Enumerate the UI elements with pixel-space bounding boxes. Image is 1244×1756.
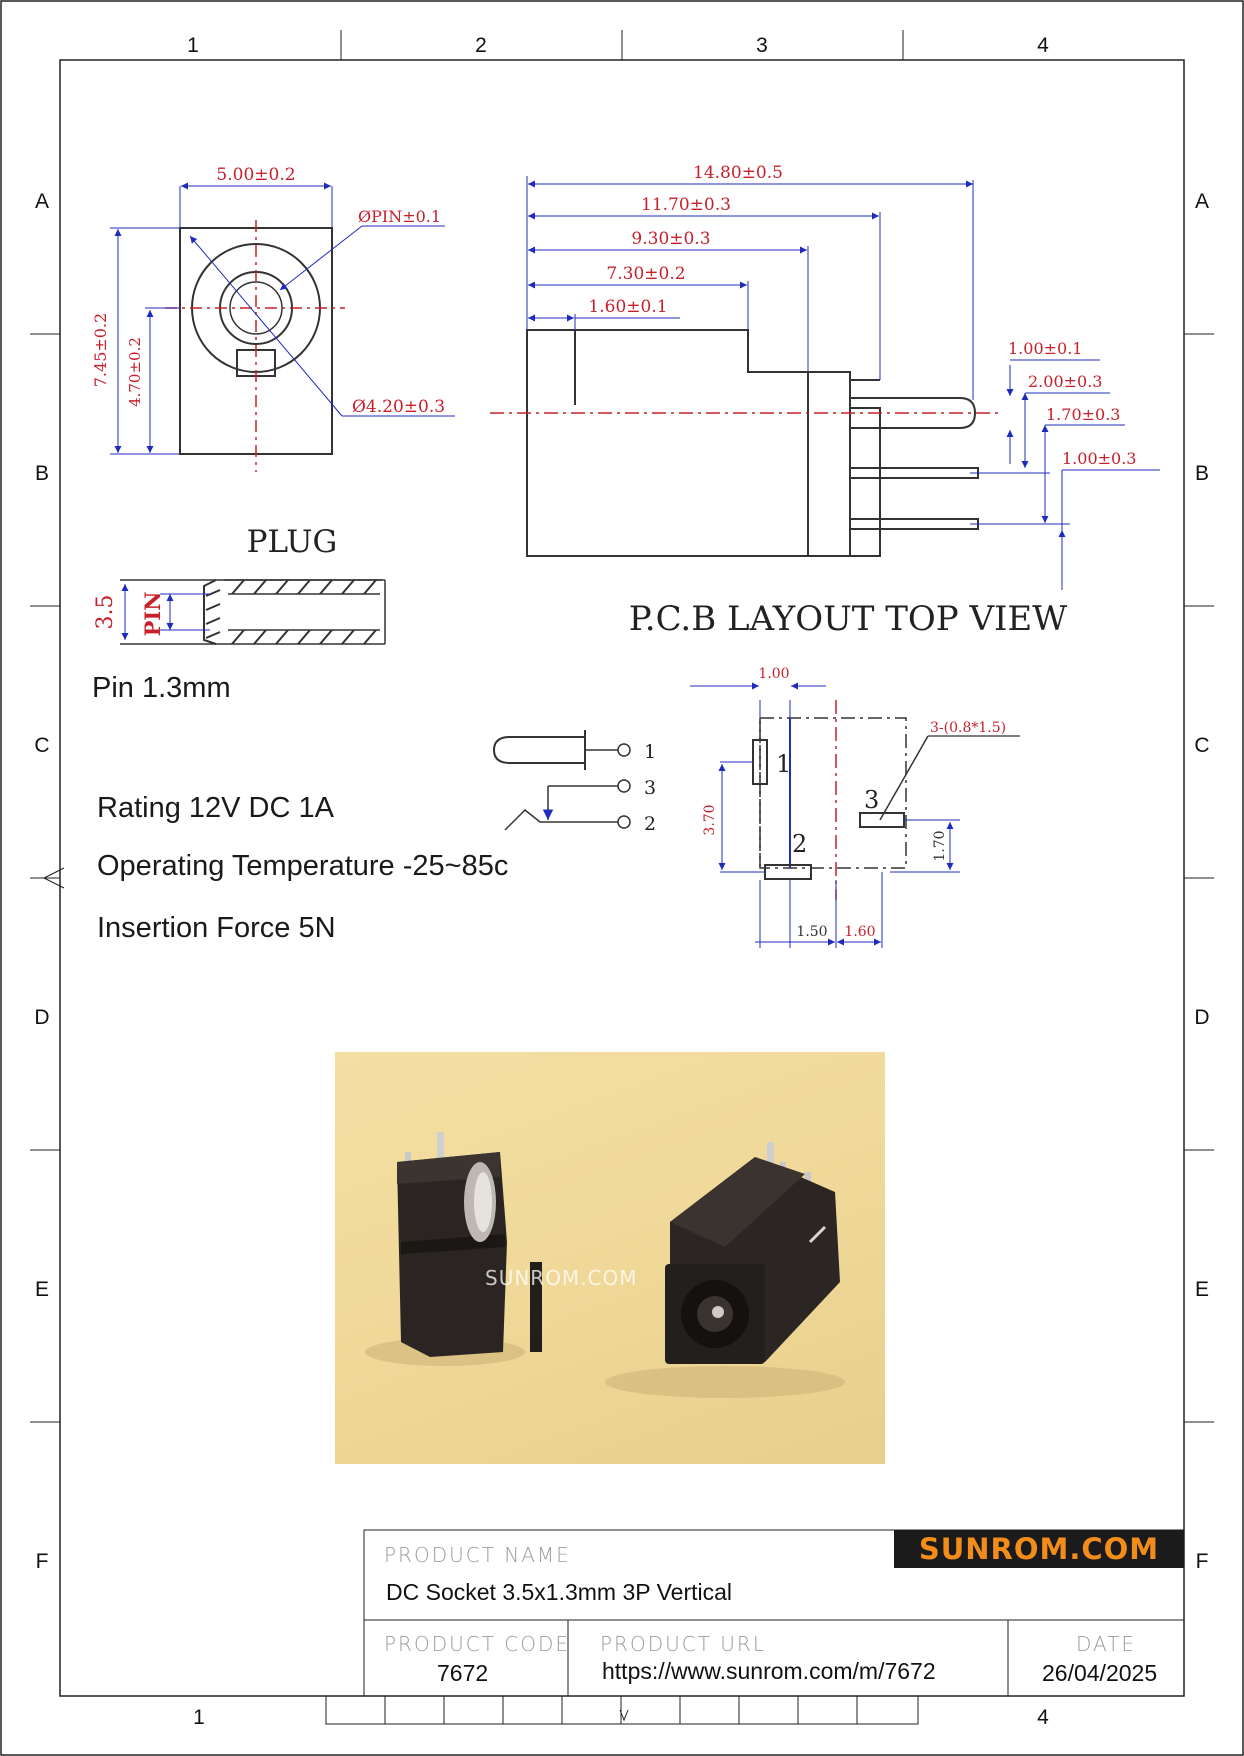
front-view xyxy=(110,182,455,472)
product-url-label: PRODUCT URL xyxy=(600,1632,766,1656)
row-label-a-left: A xyxy=(34,190,49,213)
sunrom-logo: SUNROM.COM xyxy=(894,1530,1184,1568)
row-label-d-right: D xyxy=(1194,1006,1210,1029)
date-value: 26/04/2025 xyxy=(1042,1660,1158,1686)
front-width-dim: 5.00±0.2 xyxy=(216,165,295,185)
side-dim-2: 11.70±0.3 xyxy=(641,195,731,215)
side-right-dim-2: 2.00±0.3 xyxy=(1028,372,1102,391)
product-url-value[interactable]: https://www.sunrom.com/m/7672 xyxy=(602,1658,936,1684)
schematic-pin-1: 1 xyxy=(644,741,656,763)
technical-drawing: 5.00±0.2 ØPIN±0.1 Ø4.20±0.3 7.45±0.2 4.7… xyxy=(91,163,1160,948)
side-view xyxy=(490,176,1160,590)
pcb-bottom-dim-2: 1.60 xyxy=(844,924,875,940)
row-label-d-left: D xyxy=(34,1006,50,1029)
pcb-layout xyxy=(690,682,1020,948)
front-pin-dim: ØPIN±0.1 xyxy=(358,207,441,226)
col-label-4: 4 xyxy=(1037,34,1049,57)
col-label-2: 2 xyxy=(475,34,487,57)
pcb-left-dim: 3.70 xyxy=(702,804,718,835)
product-code-value: 7672 xyxy=(437,1660,489,1686)
note-temperature: Operating Temperature -25~85c xyxy=(97,850,509,882)
date-label: DATE xyxy=(1076,1632,1137,1656)
row-label-b-left: B xyxy=(34,462,49,485)
col-label-3: 3 xyxy=(756,34,768,57)
pcb-right-dim: 1.70 xyxy=(932,830,948,861)
row-label-f-left: F xyxy=(35,1550,49,1573)
schematic-pin-3: 3 xyxy=(644,777,656,799)
side-right-dim-3: 1.70±0.3 xyxy=(1046,405,1120,424)
pcb-top-dim: 1.00 xyxy=(758,666,789,682)
side-dim-4: 7.30±0.2 xyxy=(606,264,685,284)
row-label-c-right: C xyxy=(1194,734,1210,757)
pcb-pin-label-2: 2 xyxy=(792,830,807,858)
pcb-title: P.C.B LAYOUT TOP VIEW xyxy=(629,599,1067,639)
note-insertion-force: Insertion Force 5N xyxy=(97,912,336,944)
jack-schematic xyxy=(492,730,631,831)
product-photo-illustration xyxy=(365,1132,845,1398)
pcb-pin-label-3: 3 xyxy=(864,786,879,814)
plug-title: PLUG xyxy=(247,524,338,560)
product-name-value: DC Socket 3.5x1.3mm 3P Vertical xyxy=(386,1579,732,1605)
note-rating: Rating 12V DC 1A xyxy=(97,792,334,824)
pcb-hole-note: 3-(0.8*1.5) xyxy=(930,720,1006,736)
row-label-f-right: F xyxy=(1195,1550,1209,1573)
row-label-e-left: E xyxy=(34,1278,49,1301)
row-label-a-right: A xyxy=(1194,190,1209,213)
side-right-dim-4: 1.00±0.3 xyxy=(1062,449,1136,468)
side-dim-3: 9.30±0.3 xyxy=(631,229,710,249)
side-dim-1: 14.80±0.5 xyxy=(693,163,783,183)
schematic-pin-2: 2 xyxy=(644,813,656,835)
product-code-label: PRODUCT CODE xyxy=(384,1632,571,1656)
note-pin: Pin 1.3mm xyxy=(92,672,231,704)
col-label-1: 1 xyxy=(187,34,199,57)
pcb-pin-label-1: 1 xyxy=(776,750,791,778)
product-name-label: PRODUCT NAME xyxy=(384,1543,571,1567)
row-label-e-right: E xyxy=(1194,1278,1209,1301)
side-right-dim-1: 1.00±0.1 xyxy=(1008,339,1082,358)
plug-pin: PIN xyxy=(140,592,165,637)
product-photo: SUNROM.COM xyxy=(335,1052,885,1464)
front-hole-dim: Ø4.20±0.3 xyxy=(352,397,445,417)
row-label-b-right: B xyxy=(1194,462,1209,485)
row-label-c-left: C xyxy=(34,734,50,757)
pcb-bottom-dim-1: 1.50 xyxy=(796,924,827,940)
side-dim-5: 1.60±0.1 xyxy=(588,297,667,317)
front-center-dim: 4.70±0.2 xyxy=(126,337,144,407)
photo-watermark: SUNROM.COM xyxy=(485,1266,638,1290)
plug-drawing xyxy=(120,579,386,645)
col-label-bottom-4: 4 xyxy=(1037,1706,1049,1729)
front-height-dim: 7.45±0.2 xyxy=(91,313,110,387)
col-label-bottom-1: 1 xyxy=(193,1706,205,1729)
plug-dia: 3.5 xyxy=(93,595,118,630)
